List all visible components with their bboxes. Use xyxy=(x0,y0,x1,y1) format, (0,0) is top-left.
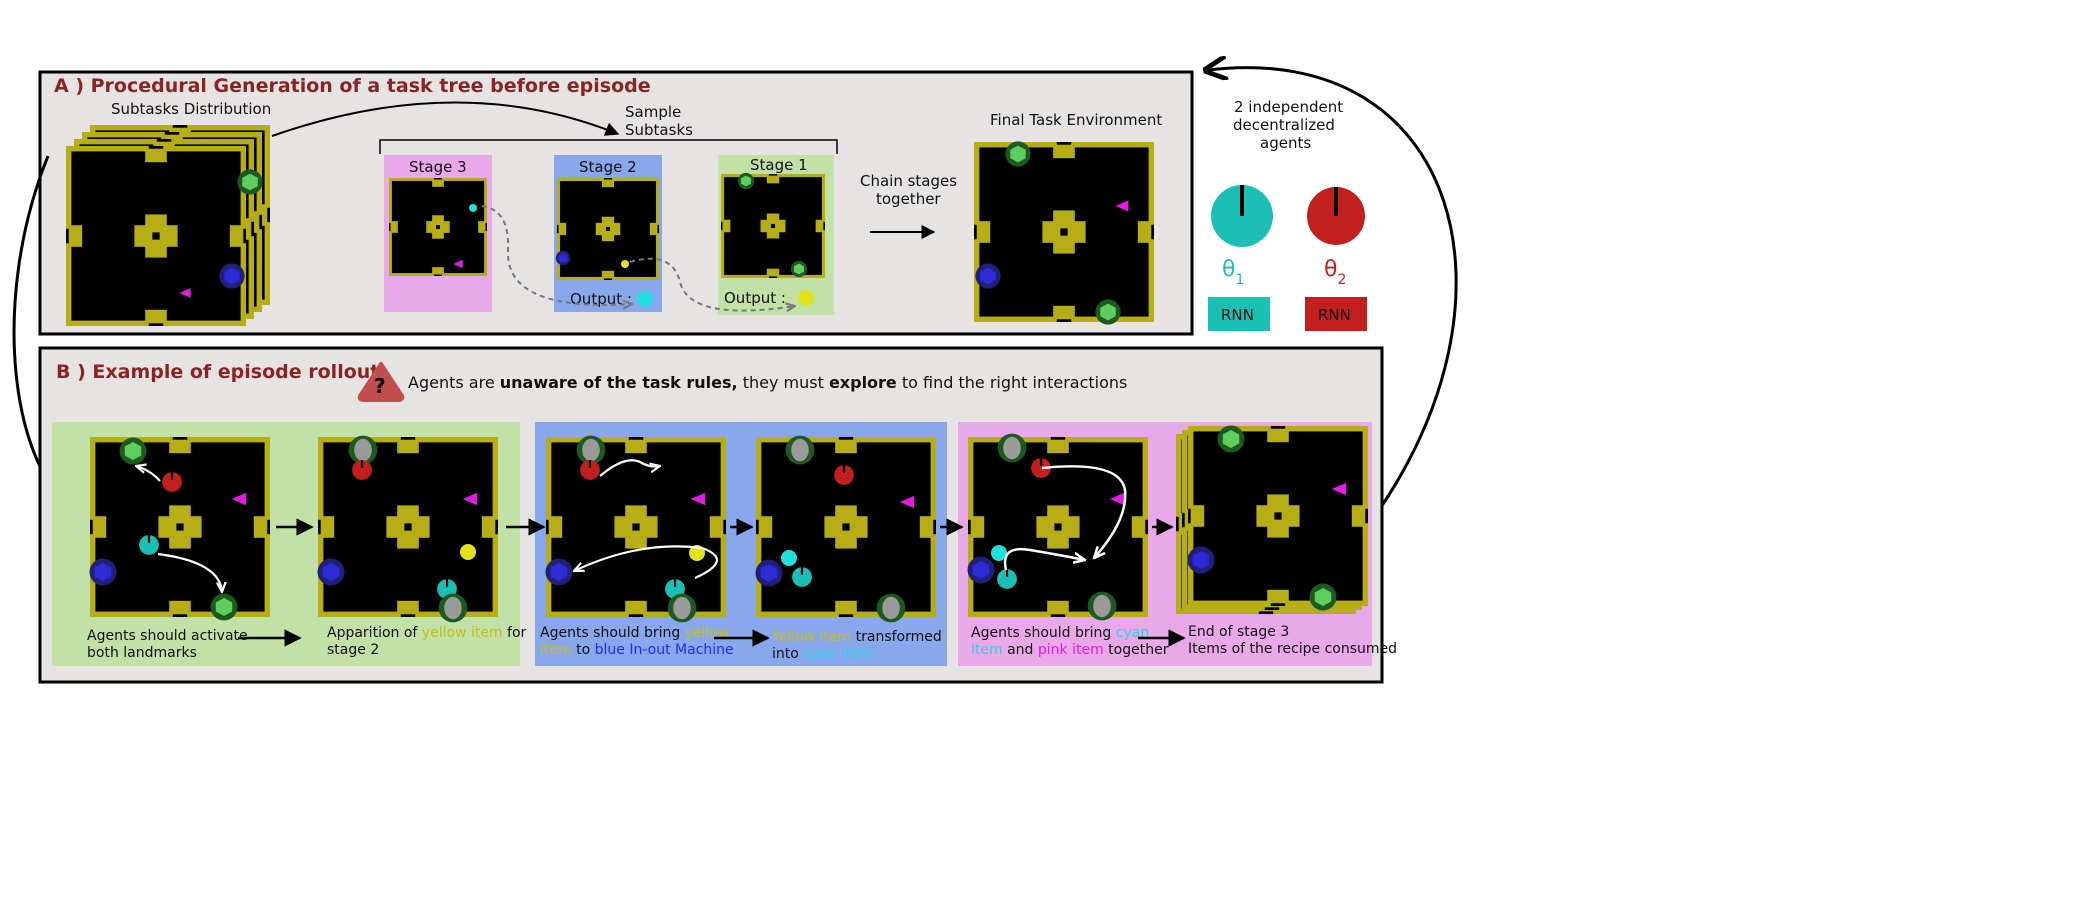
sample-subtasks-label-2: Subtasks xyxy=(625,121,693,139)
rollout-frame-6 xyxy=(1176,425,1368,614)
sample-subtasks-label-1: Sample xyxy=(625,103,681,121)
final-env-label: Final Task Environment xyxy=(990,111,1162,129)
stage-1-label: Stage 1 xyxy=(750,156,808,174)
subtasks-distribution-label: Subtasks Distribution xyxy=(111,100,271,118)
stage-1-output: Output : xyxy=(724,289,786,307)
rnn-2-label: RNN xyxy=(1318,306,1351,324)
caption-6-line-2: Items of the recipe consumed xyxy=(1188,641,1397,657)
caption-4-line-2: into cyan item xyxy=(772,646,873,662)
sample-arrow xyxy=(271,101,620,137)
caption-6-line-1: End of stage 3 xyxy=(1188,624,1289,640)
caption-2-line-1: Apparition of yellow item for xyxy=(327,625,527,641)
caption-1-line-1: Agents should activate xyxy=(87,628,248,644)
caption-3-line-1: Agents should bring yellow xyxy=(540,625,729,641)
chain-stages-label-1: Chain stages xyxy=(860,172,957,190)
agents-title-3: agents xyxy=(1260,134,1311,152)
caption-5-line-2: item and pink item together xyxy=(971,642,1169,658)
warning-icon: ? xyxy=(357,362,405,402)
theta-1: θ1 xyxy=(1222,257,1244,288)
stage-2-label: Stage 2 xyxy=(579,158,637,176)
rnn-1-box xyxy=(1208,297,1270,331)
svg-text:?: ? xyxy=(374,374,386,398)
rollout-frame-4 xyxy=(755,435,936,623)
loop-arrow xyxy=(1208,68,1458,521)
panel-b-notice: Agents are unaware of the task rules, th… xyxy=(408,373,1127,392)
caption-2-line-2: stage 2 xyxy=(327,642,379,658)
rollout-frame-5 xyxy=(967,433,1148,621)
panel-b-title: B ) Example of episode rollout xyxy=(56,361,379,383)
caption-5-line-1: Agents should bring cyan xyxy=(971,625,1149,641)
rollout-frame-2 xyxy=(317,435,498,623)
chain-stages-label-2: together xyxy=(876,190,941,208)
caption-1-line-2: both landmarks xyxy=(87,645,197,661)
theta-2: θ2 xyxy=(1324,257,1346,288)
agents-title-1: 2 independent xyxy=(1234,98,1343,116)
stage-3-label: Stage 3 xyxy=(409,158,467,176)
caption-3-line-2: item to blue In-out Machine xyxy=(540,642,734,658)
rnn-1-label: RNN xyxy=(1221,306,1254,324)
agents-title-2: decentralized xyxy=(1233,116,1335,134)
rnn-2-box xyxy=(1305,297,1367,331)
caption-4-line-1: Yellow item transformed xyxy=(771,629,942,645)
stages-bracket xyxy=(379,139,838,154)
rollout-frame-1 xyxy=(89,437,270,621)
panel-a-title: A ) Procedural Generation of a task tree… xyxy=(54,75,651,97)
rollout-frame-3 xyxy=(545,435,726,623)
subtasks-stack xyxy=(66,125,270,326)
